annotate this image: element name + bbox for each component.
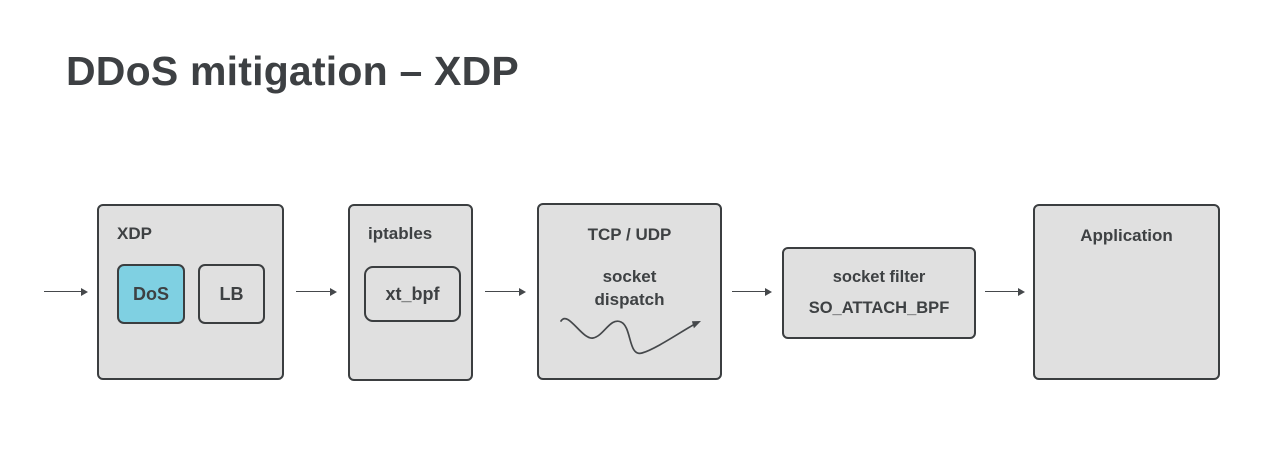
arrow-shaft xyxy=(985,290,1020,293)
node-xt-bpf-label: xt_bpf xyxy=(385,283,440,304)
arrow-head-icon xyxy=(765,287,772,296)
socket-filter-label: socket filter xyxy=(832,268,926,286)
node-socket-filter: socket filter SO_ATTACH_BPF xyxy=(782,247,976,339)
flow-arrow-iptables-to-tcpudp xyxy=(485,287,526,296)
arrow-head-icon xyxy=(81,287,88,296)
node-xdp-label: XDP xyxy=(117,224,152,243)
squiggle-arrow-icon xyxy=(560,317,701,354)
socket-dispatch-line1: socket xyxy=(602,267,657,286)
node-iptables: iptables xt_bpf xyxy=(348,204,473,381)
socket-dispatch-label: socket dispatch xyxy=(539,265,720,311)
node-application-label: Application xyxy=(1080,226,1173,245)
node-tcp-udp-label: TCP / UDP xyxy=(587,225,672,244)
arrow-shaft xyxy=(296,290,332,293)
flow-arrow-ingress-to-xdp xyxy=(44,287,88,296)
flow-arrow-xdp-to-iptables xyxy=(296,287,337,296)
flow-arrow-tcpudp-to-socketfilter xyxy=(732,287,772,296)
arrow-shaft xyxy=(44,290,83,293)
node-lb-label: LB xyxy=(219,283,244,304)
arrow-head-icon xyxy=(330,287,337,296)
arrow-head-icon xyxy=(519,287,526,296)
node-iptables-label: iptables xyxy=(368,224,433,243)
arrow-head-icon xyxy=(1018,287,1025,296)
flow-arrow-socketfilter-to-application xyxy=(985,287,1025,296)
node-application: Application xyxy=(1033,204,1220,380)
node-tcp-udp: TCP / UDP socket dispatch xyxy=(537,203,722,380)
node-xdp: XDP DoS LB xyxy=(97,204,284,380)
node-dos-label: DoS xyxy=(133,283,169,304)
node-xt-bpf: xt_bpf xyxy=(364,266,461,322)
xdp-subnodes: DoS LB xyxy=(117,264,265,324)
arrow-shaft xyxy=(732,290,767,293)
page-title: DDoS mitigation – XDP xyxy=(66,48,519,94)
so-attach-bpf-label: SO_ATTACH_BPF xyxy=(808,299,950,317)
node-lb: LB xyxy=(198,264,265,324)
node-dos: DoS xyxy=(117,264,185,324)
socket-dispatch-line2: dispatch xyxy=(594,290,665,309)
arrow-shaft xyxy=(485,290,521,293)
